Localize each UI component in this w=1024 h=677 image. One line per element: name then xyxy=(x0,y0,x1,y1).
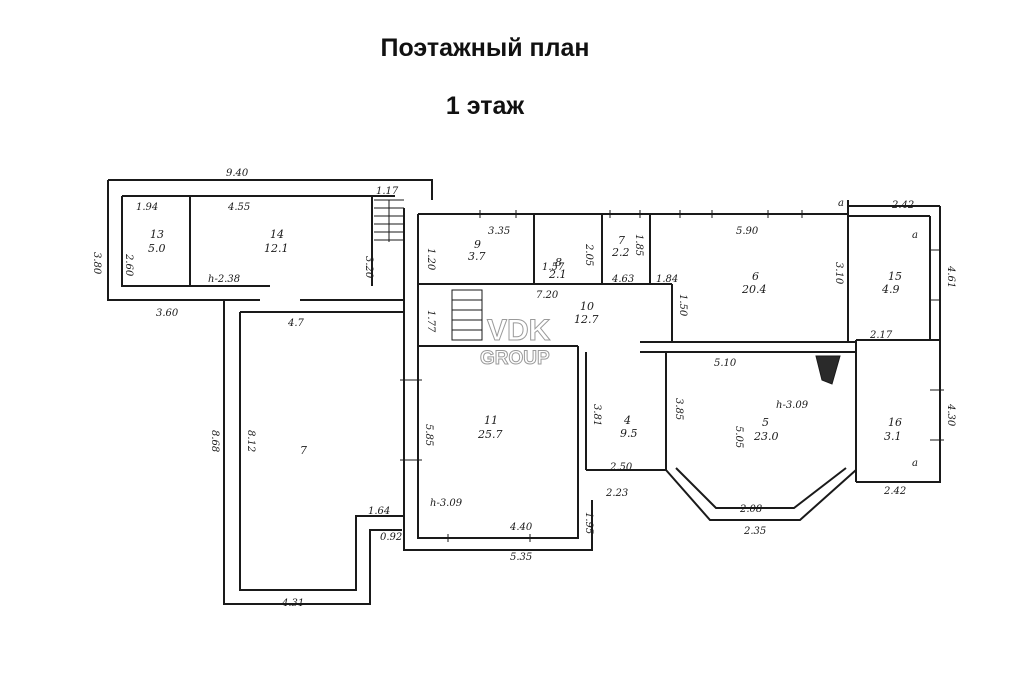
room-area: 20.4 xyxy=(741,283,767,296)
svg-text:2.17: 2.17 xyxy=(869,330,893,341)
room-area: 2.2 xyxy=(611,246,630,259)
room-number: 7 xyxy=(618,234,625,247)
svg-text:2.08: 2.08 xyxy=(739,504,762,515)
svg-text:0.92: 0.92 xyxy=(380,532,402,543)
svg-text:1.17: 1.17 xyxy=(376,186,399,197)
svg-text:5.10: 5.10 xyxy=(714,358,737,369)
room-area: 3.7 xyxy=(468,250,486,263)
svg-text:5.90: 5.90 xyxy=(736,226,759,237)
svg-text:7.20: 7.20 xyxy=(536,290,559,301)
room-number: 4 xyxy=(623,414,631,427)
svg-text:1.95: 1.95 xyxy=(583,512,594,534)
svg-text:8.68: 8.68 xyxy=(209,430,220,452)
svg-text:VDK: VDK xyxy=(487,314,551,347)
svg-text:4.61: 4.61 xyxy=(945,265,956,288)
svg-text:h-3.09: h-3.09 xyxy=(776,400,809,411)
room-number: 10 xyxy=(580,300,594,313)
svg-text:4.63: 4.63 xyxy=(611,274,634,285)
svg-text:a: a xyxy=(912,458,918,469)
svg-text:h-3.09: h-3.09 xyxy=(430,498,463,509)
svg-text:1.64: 1.64 xyxy=(368,506,390,517)
svg-text:2.42: 2.42 xyxy=(891,200,914,211)
room-number: 8 xyxy=(555,256,562,269)
svg-text:3.60: 3.60 xyxy=(156,308,179,319)
walls xyxy=(107,179,944,605)
svg-text:2.05: 2.05 xyxy=(583,243,594,266)
svg-text:h-2.38: h-2.38 xyxy=(208,274,240,285)
svg-text:1.84: 1.84 xyxy=(656,274,678,285)
svg-text:5.85: 5.85 xyxy=(423,424,434,446)
room-area: 3.1 xyxy=(884,430,902,443)
watermark: VDK GROUP xyxy=(480,314,552,370)
room-area: 12.7 xyxy=(574,313,599,326)
room-area: 25.7 xyxy=(477,428,503,441)
room-number: 6 xyxy=(752,270,759,283)
svg-text:2.23: 2.23 xyxy=(605,488,628,499)
svg-text:1.85: 1.85 xyxy=(633,234,644,256)
svg-text:9.40: 9.40 xyxy=(226,168,249,179)
svg-text:5.05: 5.05 xyxy=(733,426,744,448)
svg-text:2.35: 2.35 xyxy=(743,526,766,537)
svg-text:8.12: 8.12 xyxy=(245,430,256,452)
room-number: 16 xyxy=(888,416,902,429)
svg-text:GROUP: GROUP xyxy=(480,348,550,369)
svg-text:4.30: 4.30 xyxy=(945,403,956,427)
dimension-labels: 9.40 3.80 1.94 2.60 4.55 1.17 3.20 3.60 … xyxy=(91,168,956,609)
height-labels: h-2.38 h-3.09 h-3.09 a a a xyxy=(208,198,918,509)
svg-text:1.57: 1.57 xyxy=(542,262,565,273)
svg-text:a: a xyxy=(912,230,918,241)
room-number: 15 xyxy=(888,270,902,283)
svg-text:2.50: 2.50 xyxy=(609,462,633,473)
room-number: 14 xyxy=(270,228,284,241)
room-area: 5.0 xyxy=(148,242,166,255)
room-number: 13 xyxy=(150,228,164,241)
svg-text:3.81: 3.81 xyxy=(591,404,602,426)
svg-text:1.20: 1.20 xyxy=(425,248,436,271)
svg-text:3.10: 3.10 xyxy=(833,262,844,285)
room-area: 23.0 xyxy=(753,430,779,443)
room-area: 4.9 xyxy=(881,283,900,296)
svg-text:3.35: 3.35 xyxy=(488,226,510,237)
svg-text:1.50: 1.50 xyxy=(677,294,688,317)
room-number: 7 xyxy=(300,444,307,457)
room-number: 11 xyxy=(484,414,498,427)
room-area: 9.5 xyxy=(620,427,638,440)
svg-text:2.60: 2.60 xyxy=(123,253,134,277)
svg-text:1.77: 1.77 xyxy=(425,310,436,333)
svg-text:3.85: 3.85 xyxy=(673,398,684,420)
floor-label: 1 этаж xyxy=(445,92,525,120)
svg-text:1.94: 1.94 xyxy=(136,202,158,213)
svg-text:a: a xyxy=(838,198,844,209)
room-number: 5 xyxy=(762,416,769,429)
svg-text:4.7: 4.7 xyxy=(287,318,305,329)
room-area: 2.1 xyxy=(548,268,567,281)
room-number: 9 xyxy=(474,238,481,251)
page-title: Поэтажный план xyxy=(380,34,590,62)
room-labels: 13 5.0 14 12.1 7 9 3.7 8 2.1 7 2.2 6 20.… xyxy=(148,228,902,457)
svg-text:4.55: 4.55 xyxy=(227,202,250,213)
svg-text:4.40: 4.40 xyxy=(509,522,533,533)
svg-text:3.20: 3.20 xyxy=(363,256,374,279)
svg-text:5.35: 5.35 xyxy=(510,552,532,563)
svg-text:2.42: 2.42 xyxy=(883,486,906,497)
room-area: 12.1 xyxy=(264,242,289,255)
svg-text:4.31: 4.31 xyxy=(281,598,304,609)
svg-text:3.80: 3.80 xyxy=(91,252,102,275)
